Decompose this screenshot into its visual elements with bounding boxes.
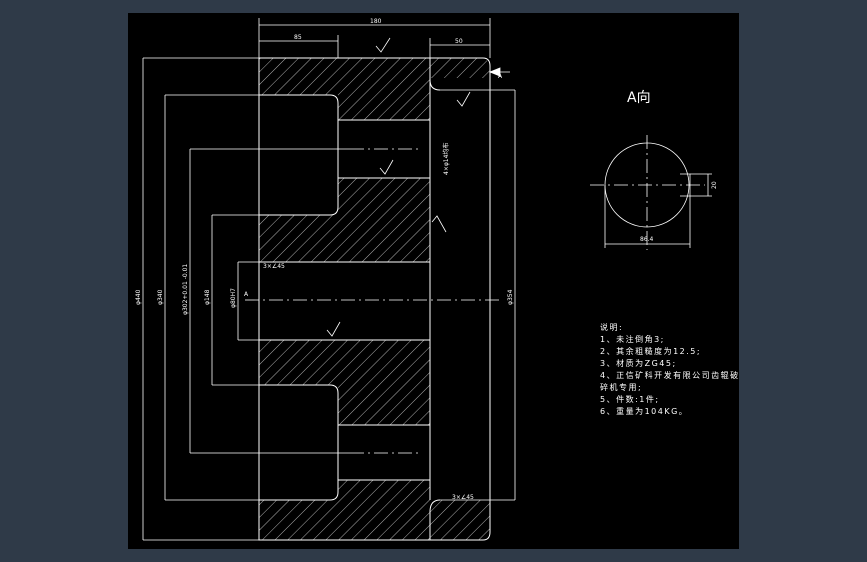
view-arrow-label: A: [498, 73, 503, 80]
key-width: 20: [711, 181, 718, 189]
note-line: 4、正信矿科开发有限公司齿辊破: [600, 371, 740, 380]
dim-right-rim: 50: [455, 38, 463, 45]
note-line: 5、件数:1件;: [600, 395, 660, 404]
note-line: 2、其余粗糙度为12.5;: [600, 347, 702, 356]
dim-dia-4: φ148: [204, 289, 211, 305]
drawing-sheet: [128, 13, 739, 549]
dimension-lines: [142, 18, 712, 541]
note-line: 3、材质为ZG45;: [600, 359, 677, 368]
dim-dia-right: φ354: [507, 289, 514, 305]
chamfer-top: 3×∠45: [263, 263, 285, 270]
dim-overall-width: 180: [370, 18, 382, 25]
key-depth: 86.4: [640, 236, 654, 243]
center-lines: [245, 135, 705, 454]
part-outline: [258, 57, 491, 541]
dim-bore: φ80H7: [230, 288, 237, 308]
dim-dia-3: φ302+0.01 -0.01: [182, 264, 189, 315]
note-line: 6、重量为104KG。: [600, 407, 689, 416]
section-hatching: [259, 58, 490, 540]
notes-title: 说明:: [600, 323, 624, 332]
arrow-label: A: [244, 291, 249, 298]
dim-holes: 4×φ14均布: [442, 143, 450, 175]
dim-dia-outer: φ440: [135, 289, 142, 305]
dim-dia-2: φ340: [157, 289, 164, 305]
chamfer-bottom: 3×∠45: [452, 494, 474, 501]
technical-notes: 说明: 1、未注倒角3; 2、其余粗糙度为12.5; 3、材质为ZG45; 4、…: [600, 322, 780, 418]
note-line: 1、未注倒角3;: [600, 335, 665, 344]
note-line: 碎机专用;: [600, 383, 643, 392]
view-a-label: A向: [627, 90, 651, 106]
dim-left-hub: 85: [294, 34, 302, 41]
